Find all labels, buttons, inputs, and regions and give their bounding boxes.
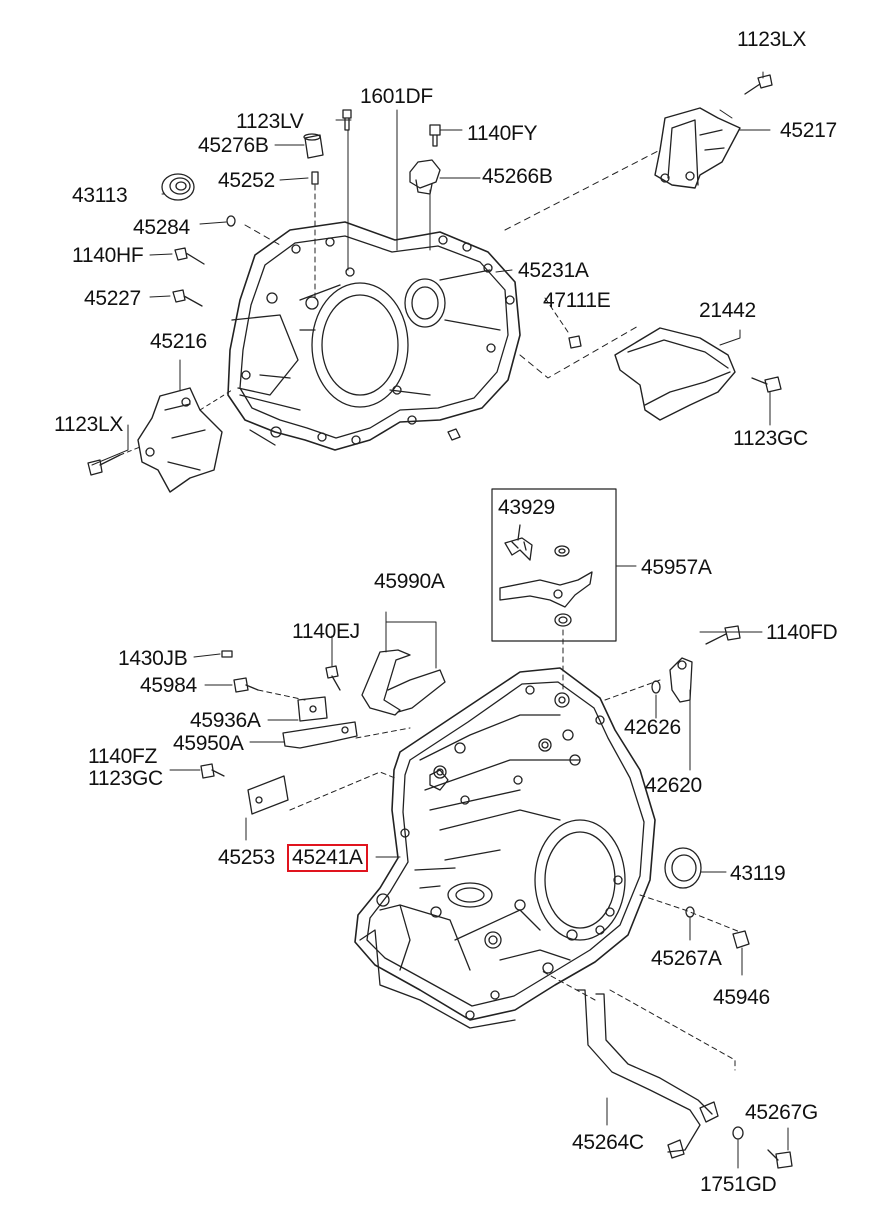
label-1123LX-left: 1123LX: [54, 413, 124, 436]
label-1140FD: 1140FD: [766, 621, 838, 644]
leader-lines-top: [91, 71, 771, 466]
label-42620: 42620: [645, 774, 702, 797]
label-42626: 42626: [624, 716, 681, 739]
label-1123GC-left: 1123GC: [88, 767, 163, 790]
label-45950A: 45950A: [173, 732, 244, 755]
mount-bracket-45217: [654, 107, 741, 189]
leader-lines-bottom: [169, 611, 789, 1169]
label-1123LX-top: 1123LX: [737, 28, 807, 51]
label-43929: 43929: [498, 496, 555, 519]
label-45216: 45216: [150, 330, 207, 353]
label-1123GC-right: 1123GC: [733, 427, 808, 450]
label-45253: 45253: [218, 846, 275, 869]
label-45241A-highlighted[interactable]: 45241A: [287, 844, 368, 872]
kit-box-45957A: [491, 488, 637, 691]
label-45936A: 45936A: [190, 709, 261, 732]
label-1601DF: 1601DF: [360, 85, 433, 108]
label-45957A: 45957A: [641, 556, 712, 579]
label-45984: 45984: [140, 674, 197, 697]
converter-housing: [227, 221, 521, 451]
label-1430JB: 1430JB: [118, 647, 188, 670]
small-parts-bottom: [200, 625, 793, 1169]
label-45217: 45217: [780, 119, 837, 142]
label-45264C: 45264C: [572, 1131, 644, 1154]
label-21442: 21442: [699, 299, 756, 322]
label-45231A: 45231A: [518, 259, 589, 282]
label-45284: 45284: [133, 216, 190, 239]
label-1140FY: 1140FY: [467, 122, 538, 145]
mount-bracket-45216: [137, 387, 223, 493]
label-45267G: 45267G: [745, 1101, 818, 1124]
label-45266B: 45266B: [482, 165, 553, 188]
cover-21442: [614, 327, 736, 421]
label-1140FZ: 1140FZ: [88, 745, 158, 768]
label-43113: 43113: [72, 184, 128, 207]
small-parts-top: [87, 74, 782, 476]
label-45990A: 45990A: [374, 570, 445, 593]
label-1123LV: 1123LV: [236, 110, 304, 133]
label-45276B: 45276B: [198, 134, 269, 157]
label-45227: 45227: [84, 287, 141, 310]
label-1140HF: 1140HF: [72, 244, 144, 267]
label-45267A: 45267A: [651, 947, 722, 970]
label-47111E: 47111E: [543, 289, 611, 312]
label-1751GD: 1751GD: [700, 1173, 777, 1196]
label-45252: 45252: [218, 169, 275, 192]
label-1140EJ: 1140EJ: [292, 620, 360, 643]
label-43119: 43119: [730, 862, 786, 885]
label-45946: 45946: [713, 986, 770, 1009]
transaxle-case: [354, 667, 656, 1029]
